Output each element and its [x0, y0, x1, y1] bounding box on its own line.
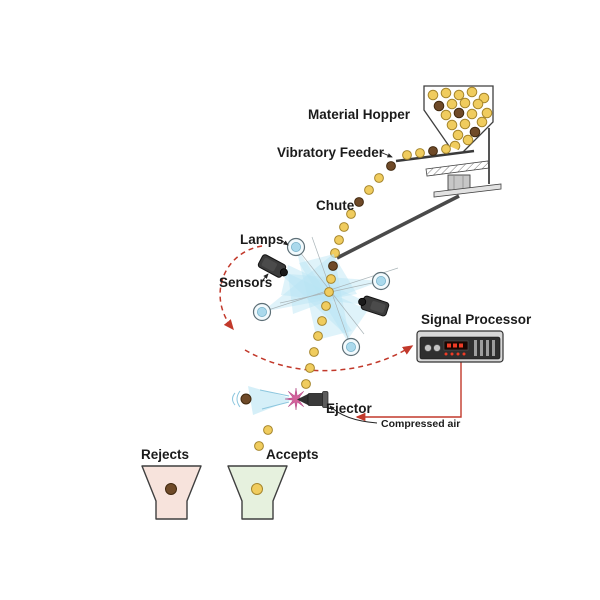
motion-arc	[236, 390, 241, 408]
chute	[330, 161, 460, 260]
motion-arc	[232, 392, 236, 406]
camera-sensor-icon	[358, 295, 390, 317]
feeder-spring-block	[425, 160, 490, 177]
processor-grille	[486, 340, 489, 356]
recirculation-arrows	[219, 245, 414, 372]
processor-led	[456, 352, 460, 356]
label-vibratory-feeder: Vibratory Feeder	[277, 145, 385, 160]
label-material-hopper: Material Hopper	[308, 107, 411, 122]
dashed-arrow-to-processor	[244, 345, 414, 372]
label-ejector: Ejector	[326, 401, 373, 416]
label-rejects: Rejects	[141, 447, 189, 462]
beam	[299, 254, 351, 347]
air-spray	[248, 386, 294, 415]
inspection-particles	[301, 261, 338, 389]
lamp-icon	[341, 337, 361, 357]
processor-grille	[474, 340, 477, 356]
material-hopper	[423, 85, 494, 153]
ejector-nozzle	[297, 391, 329, 408]
ejector	[232, 386, 378, 424]
label-signal-processor: Signal Processor	[421, 312, 532, 327]
signal-wire	[355, 362, 462, 422]
air-burst-icon	[284, 387, 308, 411]
processor-grille	[492, 340, 495, 356]
label-chute: Chute	[316, 198, 355, 213]
chute-line	[336, 194, 460, 260]
vibratory-feeder	[395, 128, 502, 198]
reject-particle-in-bin	[165, 483, 177, 495]
compressed-air-line	[329, 405, 378, 424]
signal-processor	[355, 330, 504, 422]
processor-grille	[480, 340, 483, 356]
processor-knob	[433, 344, 441, 352]
inspection-zone	[219, 236, 414, 389]
beam	[288, 274, 381, 314]
label-sensors: Sensors	[219, 275, 272, 290]
accepted-particles	[254, 425, 273, 451]
leader-lines	[261, 151, 393, 282]
label-lamps: Lamps	[240, 232, 284, 247]
feeder-particles	[402, 144, 451, 160]
ejected-reject-particle	[240, 393, 252, 405]
processor-led	[462, 352, 466, 356]
label-compressed-air: Compressed air	[381, 418, 460, 430]
accept-particle-in-bin	[251, 483, 263, 495]
processor-knob	[424, 344, 432, 352]
chute-particles	[330, 161, 396, 258]
feeder-base	[433, 183, 502, 198]
hopper-particles	[427, 86, 493, 152]
beam	[281, 265, 375, 306]
camera-sensor-icon	[257, 254, 288, 278]
label-accepts: Accepts	[266, 447, 319, 462]
dashed-arrow-left	[219, 245, 263, 331]
lamp-icon	[371, 271, 391, 291]
processor-led	[444, 352, 448, 356]
accepts-bin	[227, 465, 288, 520]
processor-led	[450, 352, 454, 356]
lamp-icon	[252, 302, 272, 322]
rejects-bin	[141, 465, 202, 520]
lamp-icon	[286, 237, 306, 257]
beam	[272, 266, 368, 338]
